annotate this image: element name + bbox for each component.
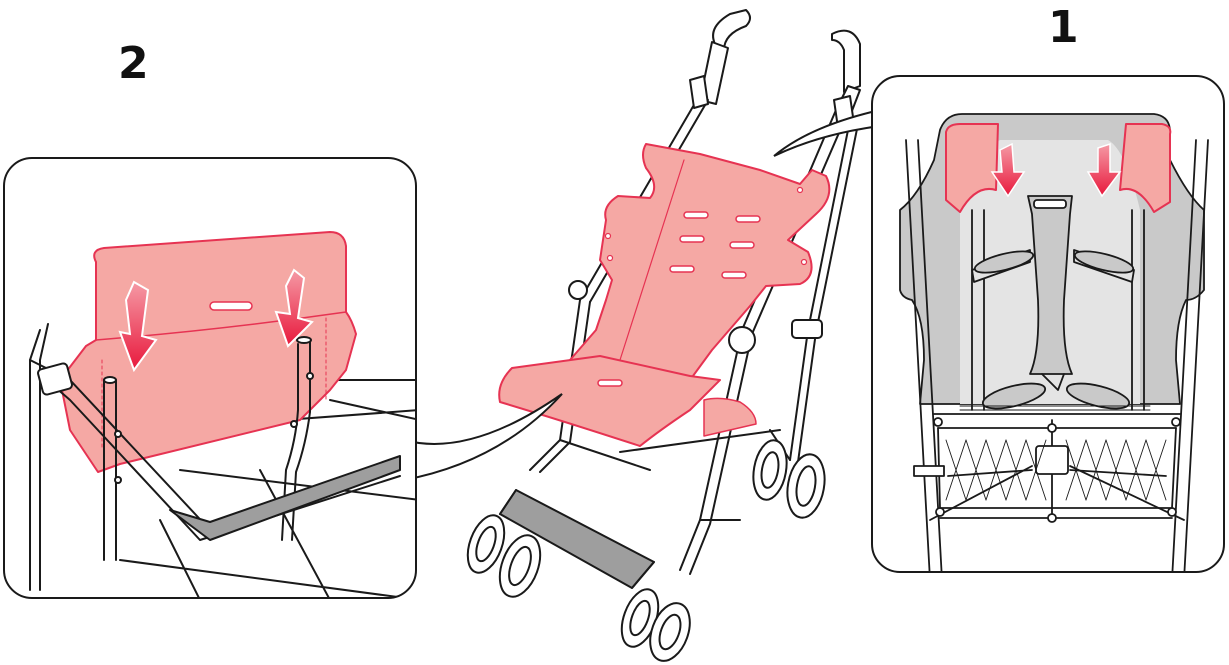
step-number-2: 2: [118, 42, 149, 86]
hinge-right: [729, 327, 755, 353]
rear-wheels: [749, 438, 829, 521]
seat-pad-seat: [499, 356, 756, 446]
left-handle: [700, 10, 750, 104]
detail-panel-2: [4, 158, 420, 600]
callout-connector-1: [774, 110, 880, 156]
seat-pad-back: [570, 144, 829, 380]
hinge-left: [569, 281, 587, 299]
pad-slot: [210, 302, 252, 310]
stroller: [461, 10, 860, 665]
clip-right: [792, 320, 822, 338]
step-number-1: 1: [1048, 6, 1079, 50]
detail-panel-1: [872, 76, 1224, 580]
